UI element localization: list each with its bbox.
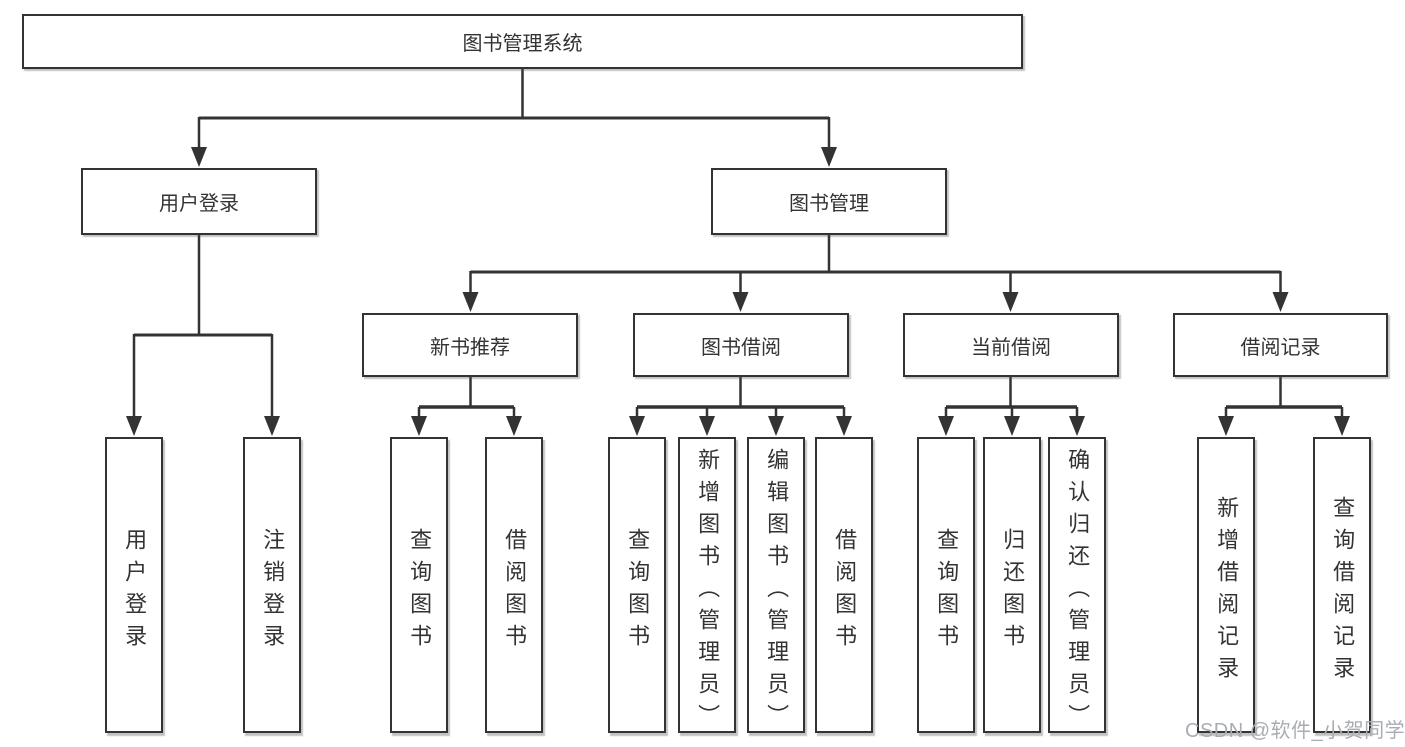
node-leaf-logout: 注销登录 bbox=[243, 437, 301, 733]
node-leaf-user-login-label: 用户登录 bbox=[122, 528, 148, 656]
node-leaf-query-books-current: 查询图书 bbox=[917, 437, 975, 733]
node-root-label: 图书管理系统 bbox=[462, 33, 583, 55]
node-current-borrow: 当前借阅 bbox=[903, 313, 1119, 377]
node-borrow-records: 借阅记录 bbox=[1173, 313, 1388, 377]
node-new-book-recommend: 新书推荐 bbox=[362, 313, 578, 377]
node-leaf-return-books-label: 归还图书 bbox=[1000, 528, 1026, 656]
node-leaf-edit-books-admin: 编辑图书（管理员） bbox=[747, 437, 805, 736]
node-leaf-return-books: 归还图书 bbox=[983, 437, 1041, 733]
node-root: 图书管理系统 bbox=[22, 14, 1023, 69]
node-new-book-recommend-label: 新书推荐 bbox=[430, 336, 510, 359]
node-leaf-user-login: 用户登录 bbox=[105, 437, 163, 733]
node-leaf-query-books-recommend-label: 查询图书 bbox=[407, 528, 433, 656]
node-leaf-add-borrow-record: 新增借阅记录 bbox=[1197, 437, 1255, 733]
node-leaf-borrow-books: 借阅图书 bbox=[815, 437, 873, 733]
node-borrow-records-label: 借阅记录 bbox=[1240, 336, 1321, 359]
node-leaf-query-borrow-record: 查询借阅记录 bbox=[1313, 437, 1371, 733]
node-leaf-query-books-borrow: 查询图书 bbox=[608, 437, 666, 733]
node-leaf-query-books-recommend: 查询图书 bbox=[390, 437, 448, 733]
node-leaf-query-books-borrow-label: 查询图书 bbox=[625, 528, 651, 656]
node-leaf-edit-books-admin-label: 编辑图书（管理员） bbox=[764, 448, 790, 736]
node-leaf-add-books-admin-label: 新增图书（管理员） bbox=[695, 448, 721, 736]
node-leaf-query-books-current-label: 查询图书 bbox=[934, 528, 960, 656]
node-book-management-label: 图书管理 bbox=[789, 193, 869, 215]
node-leaf-query-borrow-record-label: 查询借阅记录 bbox=[1330, 496, 1356, 688]
node-leaf-borrow-books-label: 借阅图书 bbox=[832, 528, 858, 656]
node-leaf-borrow-books-recommend: 借阅图书 bbox=[485, 437, 543, 733]
node-user-login-label: 用户登录 bbox=[159, 193, 239, 215]
node-leaf-borrow-books-recommend-label: 借阅图书 bbox=[502, 528, 528, 656]
node-book-borrow: 图书借阅 bbox=[633, 313, 849, 377]
node-leaf-add-books-admin: 新增图书（管理员） bbox=[678, 437, 736, 736]
node-book-borrow-label: 图书借阅 bbox=[701, 336, 781, 359]
node-current-borrow-label: 当前借阅 bbox=[971, 336, 1051, 359]
node-leaf-add-borrow-record-label: 新增借阅记录 bbox=[1214, 496, 1240, 688]
node-leaf-logout-label: 注销登录 bbox=[260, 528, 286, 656]
node-book-management: 图书管理 bbox=[711, 168, 947, 235]
csdn-watermark: CSDN @软件_小贺同学 bbox=[1185, 720, 1405, 742]
node-leaf-confirm-return-admin: 确认归还（管理员） bbox=[1048, 437, 1106, 736]
arrowheads bbox=[126, 147, 1350, 436]
node-leaf-confirm-return-admin-label: 确认归还（管理员） bbox=[1065, 448, 1091, 736]
node-user-login: 用户登录 bbox=[81, 168, 317, 235]
